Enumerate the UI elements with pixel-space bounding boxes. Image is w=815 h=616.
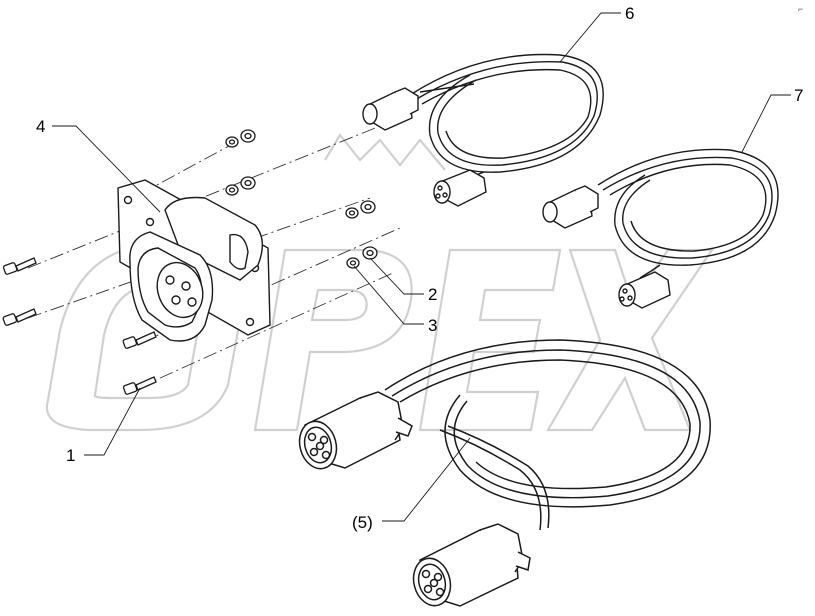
screws: [2, 257, 157, 395]
cable-5-plug-b: [412, 523, 531, 607]
screw-1: [2, 257, 37, 275]
callout-7: 7: [794, 86, 803, 105]
leader-7: [741, 94, 791, 153]
callout-3: 3: [428, 316, 437, 335]
cable-7: [542, 148, 779, 309]
callout-leaders: [52, 12, 791, 522]
cable-5-plug-a: [298, 391, 413, 470]
socket-assembly: [117, 179, 271, 342]
cable-7-plug-b: [618, 271, 671, 309]
leader-2: [369, 257, 424, 295]
callout-1: 1: [66, 446, 75, 465]
callout-6: 6: [625, 4, 634, 23]
leader-6: [559, 12, 621, 63]
cable-6-plug-b: [433, 169, 487, 207]
leader-5: [382, 437, 471, 522]
cable-7-plug-a: [542, 185, 599, 229]
screw-4: [122, 376, 157, 395]
leader-3: [353, 265, 424, 325]
cable-6-plug-a: [362, 87, 419, 131]
leader-4: [52, 125, 161, 213]
callout-4: 4: [36, 117, 45, 136]
cable-6: [362, 53, 604, 207]
screw-2: [2, 308, 37, 326]
cable-5: [298, 339, 711, 607]
leader-1: [84, 387, 141, 456]
screw-3: [122, 331, 157, 349]
callout-5: (5): [352, 513, 373, 532]
washers-nuts: [225, 129, 378, 269]
callout-2: 2: [428, 285, 437, 304]
opex-watermark: [45, 133, 715, 432]
corner-mark: ⌐: [798, 4, 803, 14]
